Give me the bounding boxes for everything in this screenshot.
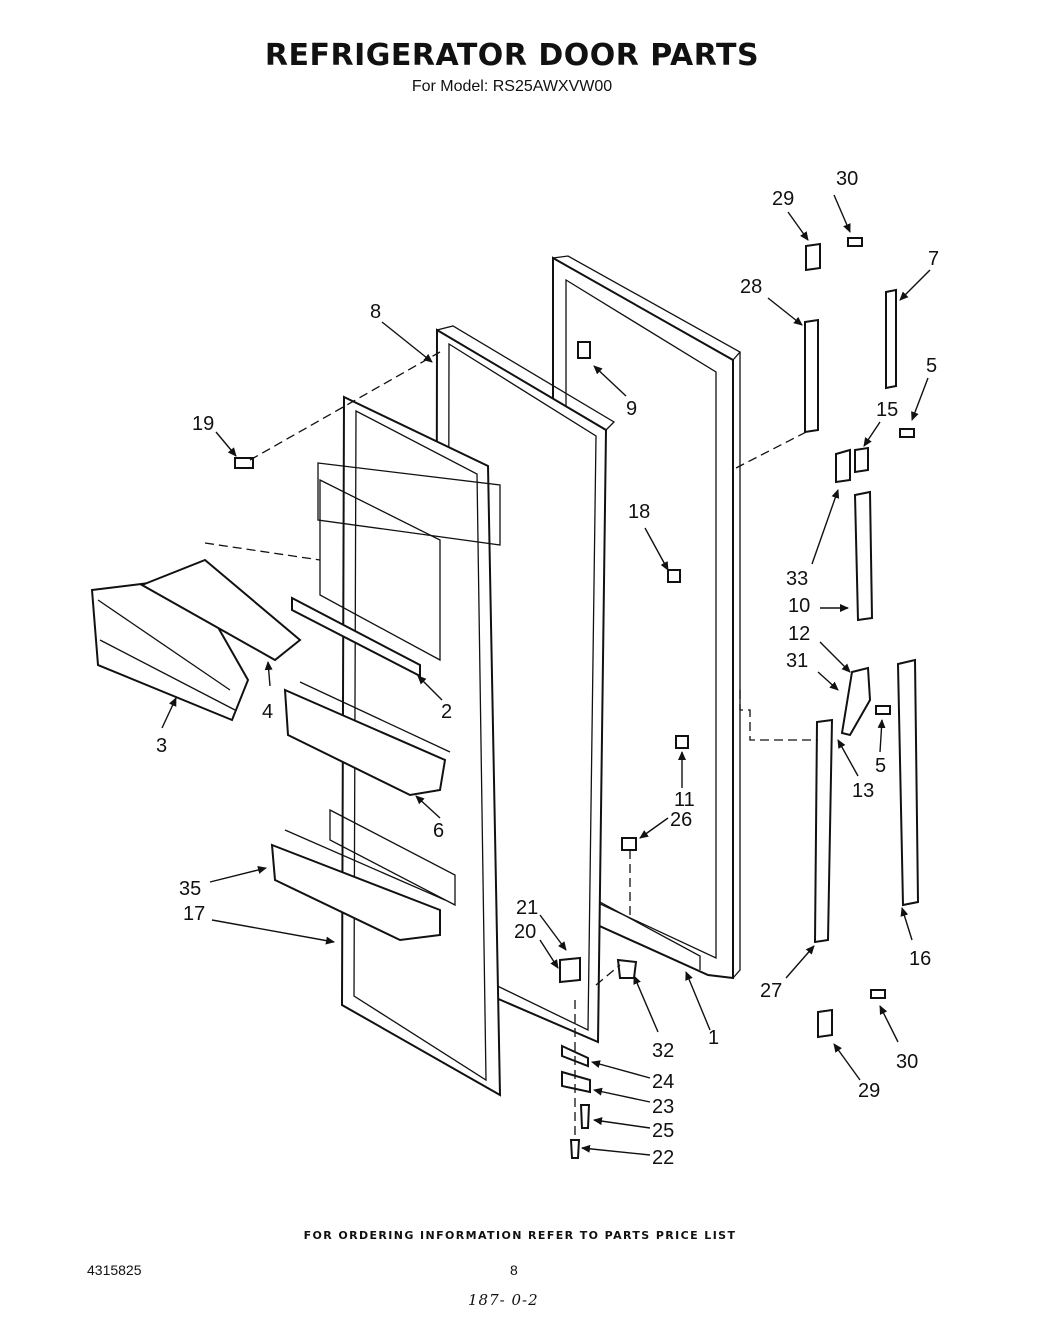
fasteners: [234, 237, 915, 999]
callout-12: 12: [788, 623, 810, 645]
callout-13: 13: [852, 780, 874, 802]
callout-30-bottom: 30: [896, 1051, 918, 1073]
page-title: REFRIGERATOR DOOR PARTS: [264, 38, 760, 73]
model-subtitle: For Model: RS25AWXVW00: [411, 78, 613, 95]
callout-32: 32: [652, 1040, 674, 1062]
callout-30-top: 30: [836, 168, 858, 190]
callout-9: 9: [626, 398, 637, 420]
bottom-hinge-parts: [559, 956, 638, 1159]
callout-18: 18: [628, 501, 650, 523]
callout-26: 26: [670, 809, 692, 831]
callout-22: 22: [652, 1147, 674, 1169]
callout-1: 1: [708, 1027, 719, 1049]
page-number: 8: [510, 1262, 518, 1278]
dispenser-cover: [90, 558, 302, 722]
callout-19: 19: [192, 413, 214, 435]
document-number: 4315825: [87, 1262, 142, 1278]
callout-10: 10: [788, 595, 810, 617]
callout-21: 21: [516, 897, 538, 919]
callout-5-top: 5: [926, 355, 937, 377]
ordering-note: FOR ORDERING INFORMATION REFER TO PARTS …: [303, 1229, 737, 1242]
callout-3: 3: [156, 735, 167, 757]
callout-29-bottom: 29: [858, 1080, 880, 1102]
door-shelves: [270, 596, 451, 942]
callout-16: 16: [909, 948, 931, 970]
callout-17: 17: [183, 903, 205, 925]
callout-11: 11: [674, 789, 695, 811]
callout-29-top: 29: [772, 188, 794, 210]
callout-23: 23: [652, 1096, 674, 1118]
callout-6: 6: [433, 820, 444, 842]
callout-25: 25: [652, 1120, 674, 1142]
callout-31: 31: [786, 650, 808, 672]
callout-20: 20: [514, 921, 536, 943]
callout-27: 27: [760, 980, 782, 1002]
callout-33: 33: [786, 568, 808, 590]
leader-arrows: [161, 194, 931, 1156]
assembly-lines: [204, 351, 818, 1140]
callout-4: 4: [262, 701, 273, 723]
callout-labels: 30 29 7 28 8 5 15 9 19 18 33 10 12 31 4 …: [156, 168, 939, 1169]
callout-15: 15: [876, 399, 898, 421]
callout-5-mid: 5: [875, 755, 886, 777]
callout-24: 24: [652, 1071, 674, 1093]
callout-7: 7: [928, 248, 939, 270]
callout-35: 35: [179, 878, 201, 900]
right-side-parts: [804, 242, 920, 1039]
callout-2: 2: [441, 701, 452, 723]
handwritten-note: 187- 0-2: [468, 1291, 539, 1309]
callout-8: 8: [370, 301, 381, 323]
callout-28: 28: [740, 276, 762, 298]
